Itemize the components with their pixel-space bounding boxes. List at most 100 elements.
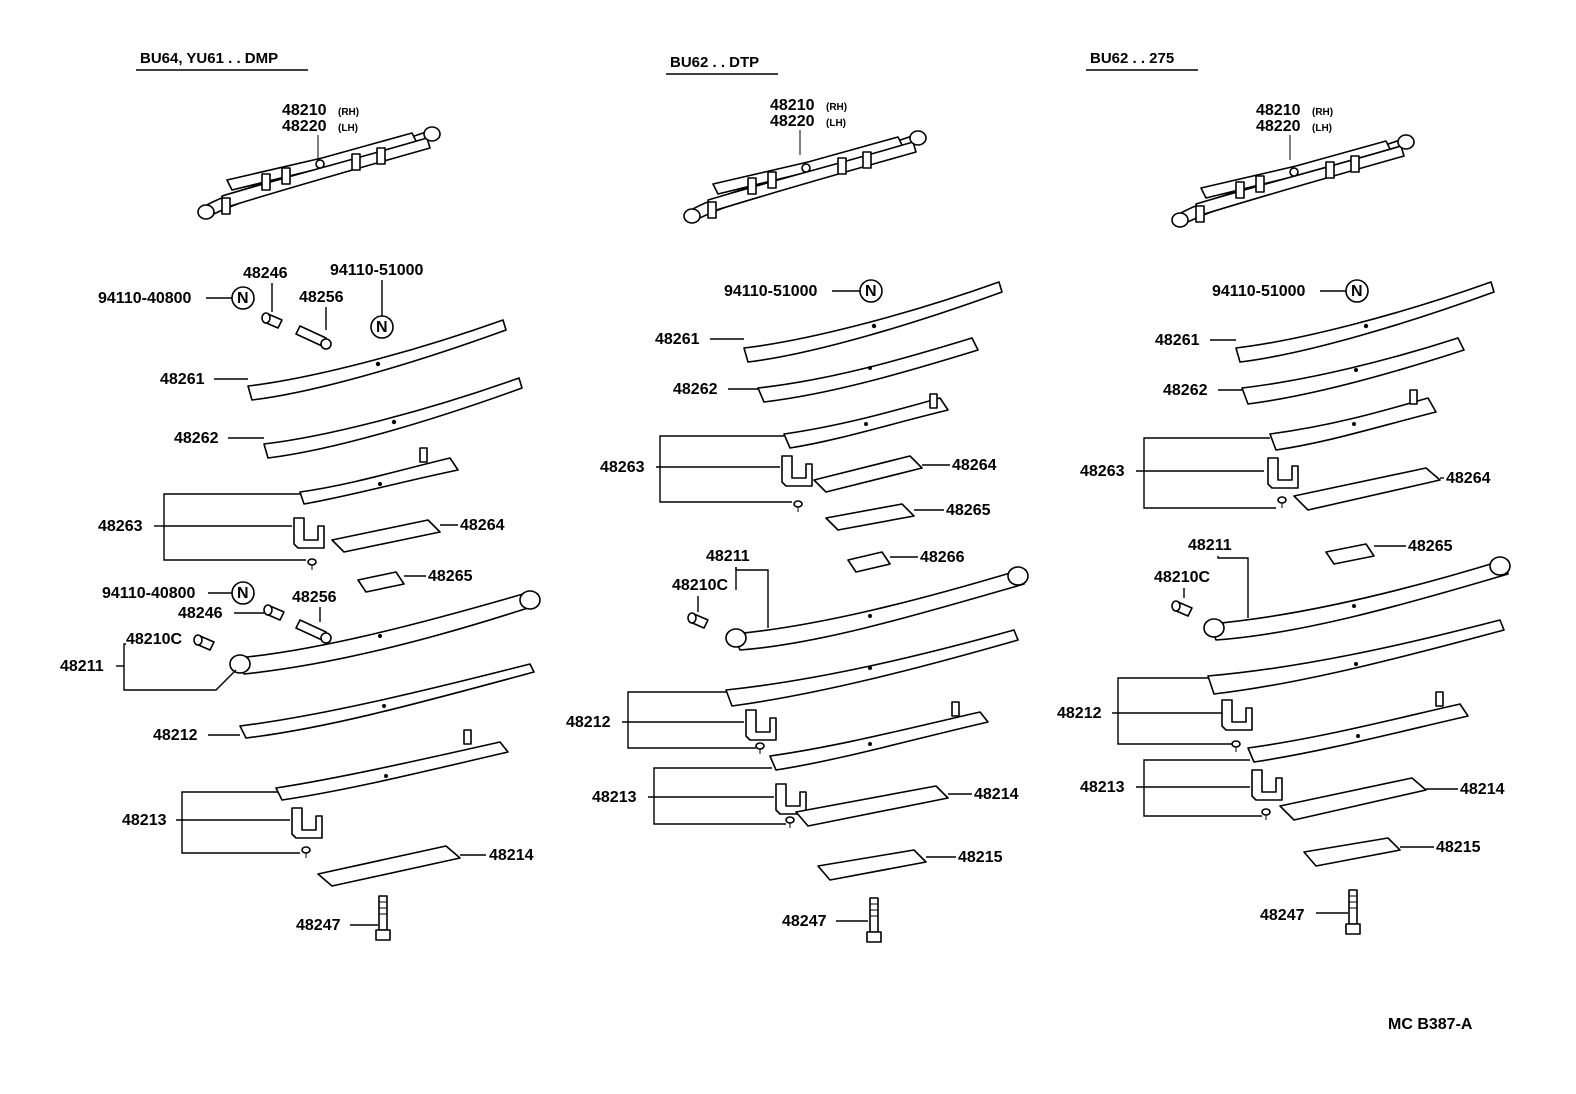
- c2-leaf-48215: [817, 849, 927, 881]
- c1-leaf-48264: [331, 519, 441, 553]
- c2-leaf-48262: [757, 337, 979, 403]
- c1-label-48247: 48247: [296, 917, 341, 934]
- c2-pad-48266: [847, 551, 891, 573]
- c2-clip-48212: [745, 709, 777, 741]
- c3-rivet-48213: [1261, 808, 1271, 821]
- column-1-header: BU64, YU61 . . DMP: [140, 50, 278, 67]
- c2-center-bolt-48247: [866, 897, 882, 943]
- c2-n-ring-letter: N: [865, 283, 877, 300]
- c1-assy-rh: 48210: [282, 102, 327, 119]
- c3-clip-48213: [1251, 769, 1283, 801]
- c1-label-48261: 48261: [160, 371, 205, 388]
- c2-label-48215: 48215: [958, 849, 1003, 866]
- c3-label-48215: 48215: [1436, 839, 1481, 856]
- c1-clip-48213: [291, 807, 323, 839]
- c3-n-ring-letter: N: [1351, 283, 1363, 300]
- c3-rivet-48212: [1231, 740, 1241, 753]
- c1-label-48262: 48262: [174, 430, 219, 447]
- c1-spring-pin-b: [263, 604, 285, 621]
- c2-label-94110-51000: 94110-51000: [724, 283, 818, 300]
- c3-leaf-48215: [1303, 837, 1401, 867]
- c1-main-leaf-48211: [237, 591, 535, 675]
- c1-center-bolt-48247: [375, 895, 391, 941]
- c2-assy-rh-suffix: (RH): [826, 102, 847, 113]
- c3-clip-48263: [1267, 457, 1299, 489]
- c2-label-48263: 48263: [600, 459, 645, 476]
- c1-label-48211: 48211: [60, 658, 104, 675]
- c1-leaf-spring-assy: [197, 126, 441, 220]
- c3-rivet-48263: [1277, 496, 1287, 509]
- c1-n-ring-c-letter: N: [237, 585, 249, 602]
- c3-assy-rh-suffix: (RH): [1312, 107, 1333, 118]
- c2-label-48247: 48247: [782, 913, 827, 930]
- c3-main-leaf-48211: [1209, 559, 1509, 641]
- c3-leaf-48213: [1247, 703, 1469, 763]
- c1-assy-lh: 48220: [282, 118, 327, 135]
- c3-leaf-48264: [1293, 467, 1441, 511]
- c3-assy-rh: 48210: [1256, 102, 1301, 119]
- c1-label-48263: 48263: [98, 518, 143, 535]
- c2-pad-48265: [825, 503, 915, 531]
- c3-label-48265: 48265: [1408, 538, 1453, 555]
- c3-label-48261: 48261: [1155, 332, 1200, 349]
- c2-label-48211: 48211: [706, 548, 750, 565]
- c2-rivet-48263: [793, 500, 803, 513]
- c2-label-48213: 48213: [592, 789, 637, 806]
- c3-label-48212: 48212: [1057, 705, 1102, 722]
- c3-clip-48212: [1221, 699, 1253, 731]
- c2-assy-lh: 48220: [770, 113, 815, 130]
- c3-label-94110-51000: 94110-51000: [1212, 283, 1306, 300]
- c3-leaf-48262: [1241, 337, 1465, 405]
- c1-label-48212: 48212: [153, 727, 198, 744]
- column-3: BU62 . . 275 48210 (RH) 48220 (LH) 94110…: [1057, 50, 1511, 935]
- c3-label-48262: 48262: [1163, 382, 1208, 399]
- column-2: BU62 . . DTP 48210 (RH) 48220 (LH) 94110…: [566, 54, 1029, 943]
- c2-label-48264: 48264: [952, 457, 997, 474]
- c3-label-48211: 48211: [1188, 537, 1232, 554]
- c2-clip-48213: [775, 783, 807, 815]
- c2-leaf-48264: [813, 455, 923, 493]
- c1-clip-48263: [293, 517, 325, 549]
- c1-label-94110-51000: 94110-51000: [330, 262, 424, 279]
- c1-label-48246-a: 48246: [243, 265, 288, 282]
- c1-leaf-48263: [299, 457, 459, 505]
- c2-assy-lh-suffix: (LH): [826, 118, 846, 129]
- c2-clip-48263: [781, 455, 813, 487]
- c1-rivet-48263: [307, 558, 317, 571]
- c3-assy-lh-suffix: (LH): [1312, 123, 1332, 134]
- c1-assy-lh-suffix: (LH): [338, 123, 358, 134]
- c2-label-48265: 48265: [946, 502, 991, 519]
- c3-leaf-spring-assy: [1171, 134, 1415, 228]
- c1-n-ring-b-letter: N: [376, 319, 388, 336]
- c2-label-48210c: 48210C: [672, 577, 728, 594]
- c1-label-48264: 48264: [460, 517, 505, 534]
- c1-label-48256-b: 48256: [292, 589, 337, 606]
- column-2-header: BU62 . . DTP: [670, 54, 759, 71]
- c3-label-48263: 48263: [1080, 463, 1125, 480]
- c1-assy-rh-suffix: (RH): [338, 107, 359, 118]
- c2-label-48261: 48261: [655, 331, 700, 348]
- c2-leaf-spring-assy: [683, 130, 927, 224]
- c1-label-48256-a: 48256: [299, 289, 344, 306]
- c2-rivet-48213: [785, 816, 795, 829]
- column-1: BU64, YU61 . . DMP 48210 (RH) 48220 (LH)…: [60, 50, 541, 941]
- c1-label-48210c: 48210C: [126, 631, 182, 648]
- c1-label-94110-40800-b: 94110-40800: [102, 585, 196, 602]
- c3-bushing-48210c: [1171, 600, 1193, 617]
- c1-leaf-48212: [239, 663, 535, 739]
- c2-label-48262: 48262: [673, 381, 718, 398]
- c2-leaf-48213: [769, 711, 989, 771]
- c2-assy-rh: 48210: [770, 97, 815, 114]
- c3-label-48214: 48214: [1460, 781, 1505, 798]
- c1-leaf-48213: [275, 741, 509, 801]
- c1-leaf-48214: [317, 845, 461, 887]
- c3-label-48247: 48247: [1260, 907, 1305, 924]
- c2-rivet-48212: [755, 742, 765, 755]
- c3-label-48210c: 48210C: [1154, 569, 1210, 586]
- c2-label-48214: 48214: [974, 786, 1019, 803]
- c1-label-48214: 48214: [489, 847, 534, 864]
- c3-assy-lh: 48220: [1256, 118, 1301, 135]
- c1-label-94110-40800-a: 94110-40800: [98, 290, 192, 307]
